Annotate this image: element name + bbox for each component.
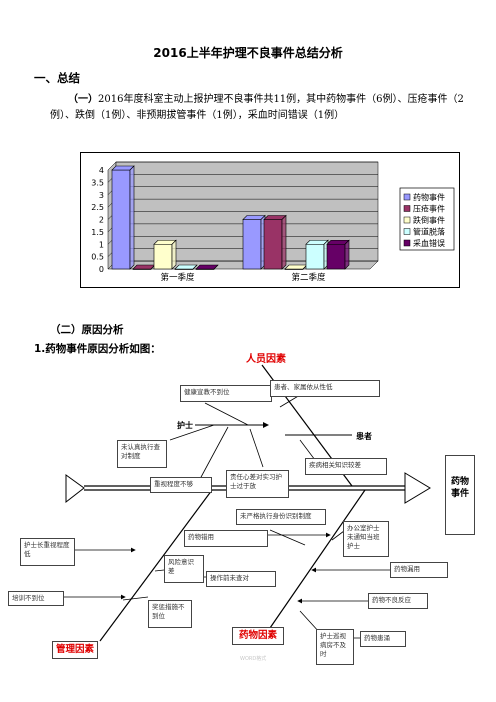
chart-bar-side — [344, 239, 350, 270]
drug-cause-heading: 1.药物事件原因分析如图： — [34, 343, 161, 355]
chart-legend-swatch — [403, 216, 411, 224]
chart-bar-side — [129, 165, 135, 270]
watermark: WORD格式 — [240, 656, 267, 662]
section-cause-heading: （二）原因分析 — [50, 324, 124, 336]
sub-patient: 患者 — [356, 432, 372, 441]
cause-drug-use: 药物错用 — [184, 530, 268, 547]
chart-legend-label: 药物事件 — [413, 192, 445, 202]
chart-y-tick-label: 4 — [99, 166, 104, 175]
chart-y-tick-label: 2 — [99, 216, 104, 225]
cause-health-edu: 健康宣教不到位 — [180, 385, 272, 402]
category-drug: 药物因素 — [232, 627, 284, 645]
chart-bar — [263, 219, 283, 270]
summary-text: 2016年度科室主动上报护理不良事件共11例，其中药物事件（6例）、压疮事件（2… — [50, 94, 464, 121]
chart-x-tick-label: 第二季度 — [291, 272, 326, 283]
chart-legend-swatch — [403, 239, 411, 247]
chart-bar-side — [171, 239, 177, 270]
cause-not-valued: 重视程度不够 — [150, 477, 212, 493]
summary-label: （一） — [68, 94, 98, 105]
cause-disease-knowledge: 疾病相关知识较差 — [305, 458, 387, 475]
cause-no-system: 未认真执行查对制度 — [117, 440, 167, 468]
chart-y-tick-label: 1 — [99, 240, 104, 249]
cause-patient-compliance: 患者、家属依从性低 — [270, 380, 380, 397]
bar-chart: 0 0.5 1 1.5 2 2.5 3 3.5 4 第一季度 第二季度 药物事件压疮事件跌倒事件管道脱… — [80, 152, 460, 288]
cause-adverse: 药物不良反应 — [368, 593, 428, 609]
chart-y-tick-label: 3.5 — [91, 178, 104, 187]
chart-legend-label: 压疮事件 — [413, 204, 445, 214]
chart-x-tick-label: 第一季度 — [160, 272, 195, 283]
chart-y-tick-label: 3 — [99, 191, 104, 200]
category-people: 人员因素 — [246, 354, 286, 365]
cause-office-nurse: 办公室护士未通知当班护士 — [343, 521, 389, 557]
document-title: 2016上半年护理不良事件总结分析 — [153, 46, 343, 60]
chart-bar — [111, 169, 131, 270]
category-management: 管理因素 — [52, 641, 98, 659]
cause-leak: 药物患涌 — [360, 631, 406, 647]
chart-legend-swatch — [403, 193, 411, 201]
chart-y-tick-label: 0 — [99, 265, 104, 274]
chart-legend-swatch — [403, 205, 411, 212]
cause-before-check: 操作前未查对 — [206, 571, 276, 587]
chart-legend-label: 管道脱落 — [413, 227, 445, 237]
cause-head-nurse: 护士长重视程度低 — [20, 538, 75, 566]
chart-bar — [305, 243, 325, 270]
chart-y-tick-label: 0.5 — [91, 253, 104, 262]
chart-bar — [242, 219, 262, 270]
chart-legend-label: 跌倒事件 — [413, 215, 445, 225]
chart-legend-label: 采血错误 — [413, 238, 445, 248]
summary-paragraph: （一）2016年度科室主动上报护理不良事件共11例，其中药物事件（6例）、压疮事… — [50, 92, 470, 124]
chart-gridline-side — [107, 161, 117, 171]
fish-tail — [65, 474, 85, 504]
chart-legend-swatch — [403, 228, 411, 235]
cause-risk: 风险意识差 — [164, 555, 204, 583]
cause-responsibility: 责任心差对实习护士过于放 — [226, 470, 289, 498]
cause-measures: 奖惩措施不到位 — [148, 600, 192, 628]
chart-bar — [153, 243, 173, 270]
chart-bar-side — [213, 264, 219, 270]
sub-nurse: 护士 — [177, 421, 193, 430]
cause-nurse-obs: 护士巡视病房不及时 — [316, 629, 354, 665]
chart-bar-side — [281, 214, 287, 270]
chart-bar-side — [192, 264, 198, 270]
chart-y-tick-label: 2.5 — [91, 203, 104, 212]
cause-drug-leak: 药物漏用 — [390, 562, 448, 578]
cause-identity: 未严格执行身份识别制度 — [236, 509, 326, 525]
fishbone-diagram: 人员因素 护士 患者 健康宣教不到位 患者、家属依从性低 未认真执行查对制度 重… — [0, 345, 496, 702]
fish-head-label: 药物事件 — [445, 455, 475, 535]
chart-y-tick-label: 1.5 — [91, 228, 104, 237]
cause-training: 培训不到位 — [8, 591, 64, 606]
section-summary-heading: 一、总结 — [34, 71, 80, 85]
chart-bar — [326, 243, 346, 270]
